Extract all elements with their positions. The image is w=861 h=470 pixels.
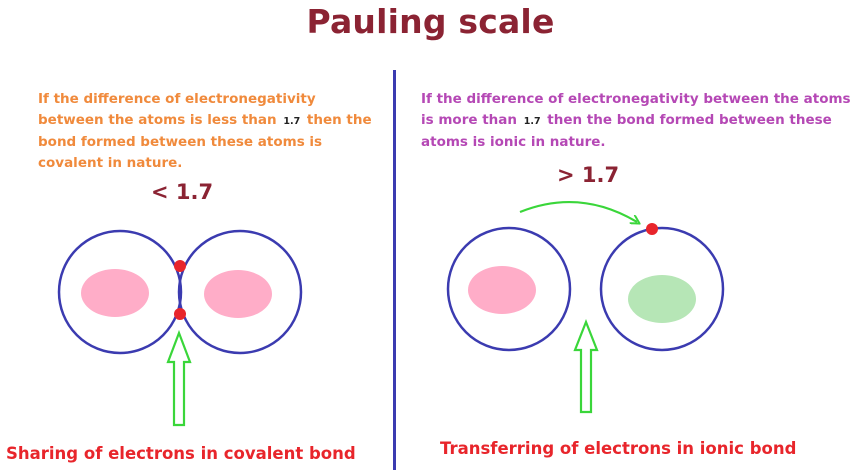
ionic-atoms xyxy=(448,202,723,412)
transferred-electron xyxy=(646,223,658,235)
covalent-caption: Sharing of electrons in covalent bond xyxy=(6,444,356,463)
shared-electron-top xyxy=(174,260,186,272)
transfer-arrow xyxy=(520,202,637,222)
ionic-nucleus-right xyxy=(628,275,696,323)
shared-electron-bottom xyxy=(174,308,186,320)
covalent-nucleus-right xyxy=(204,270,272,318)
ionic-nucleus-left xyxy=(468,266,536,314)
covalent-nucleus-left xyxy=(81,269,149,317)
ionic-up-arrow xyxy=(575,322,597,412)
ionic-caption: Transferring of electrons in ionic bond xyxy=(440,439,796,458)
covalent-atoms xyxy=(59,231,301,425)
covalent-up-arrow xyxy=(168,333,190,425)
